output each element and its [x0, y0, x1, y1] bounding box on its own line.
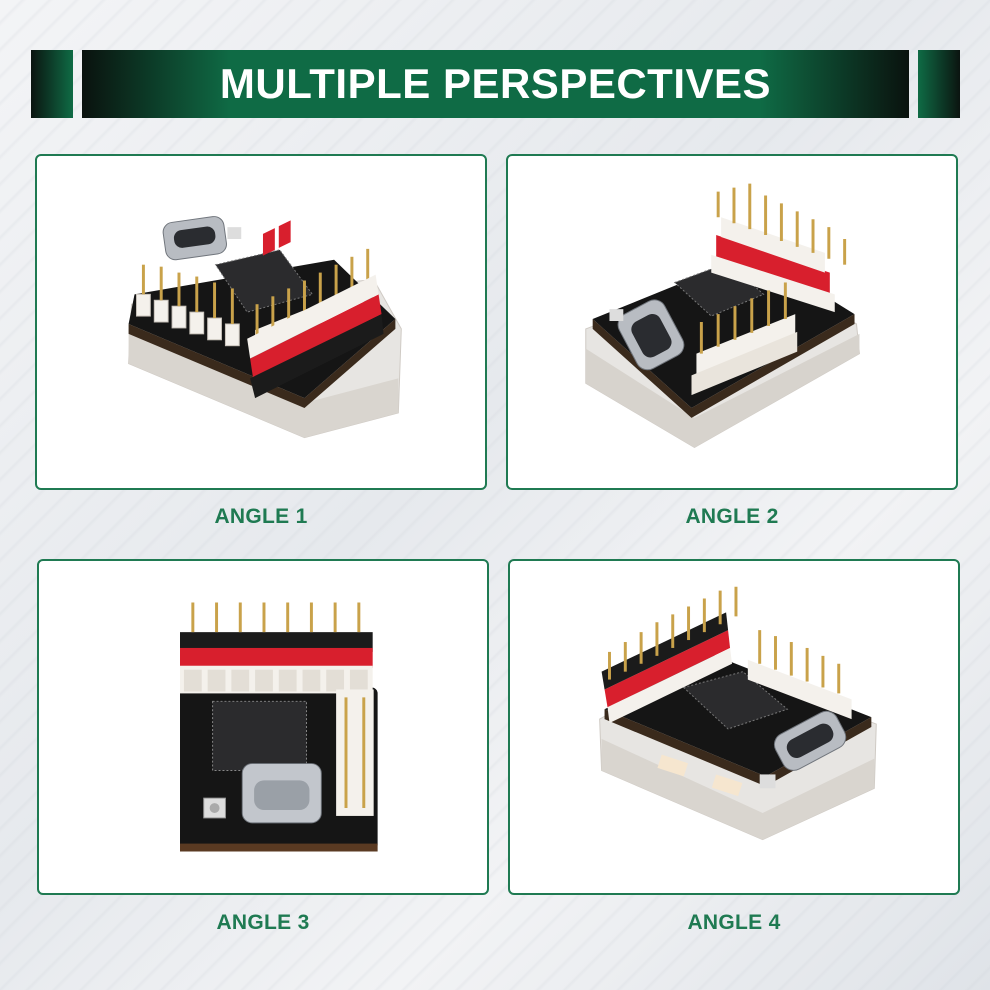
angle-1-label: ANGLE 1: [214, 505, 308, 528]
angle-3-photo-card: [37, 559, 489, 895]
flight-controller-angle-2-image: [585, 183, 860, 449]
banner-accent-left: [31, 50, 73, 118]
angle-4-label: ANGLE 4: [687, 911, 781, 934]
page-title: MULTIPLE PERSPECTIVES: [219, 60, 772, 107]
angle-2-photo-card: [506, 154, 958, 490]
angle-4-photo-card: [508, 559, 960, 895]
angle-3-label: ANGLE 3: [216, 911, 310, 934]
angle-2-label: ANGLE 2: [685, 505, 779, 528]
flight-controller-angle-4-image: [599, 586, 877, 841]
angle-1-photo-card: [35, 154, 487, 490]
header-banner: MULTIPLE PERSPECTIVES: [82, 50, 909, 118]
banner-accent-right: [918, 50, 960, 118]
flight-controller-angle-3-image: [180, 602, 378, 852]
flight-controller-angle-1-image: [128, 216, 402, 439]
